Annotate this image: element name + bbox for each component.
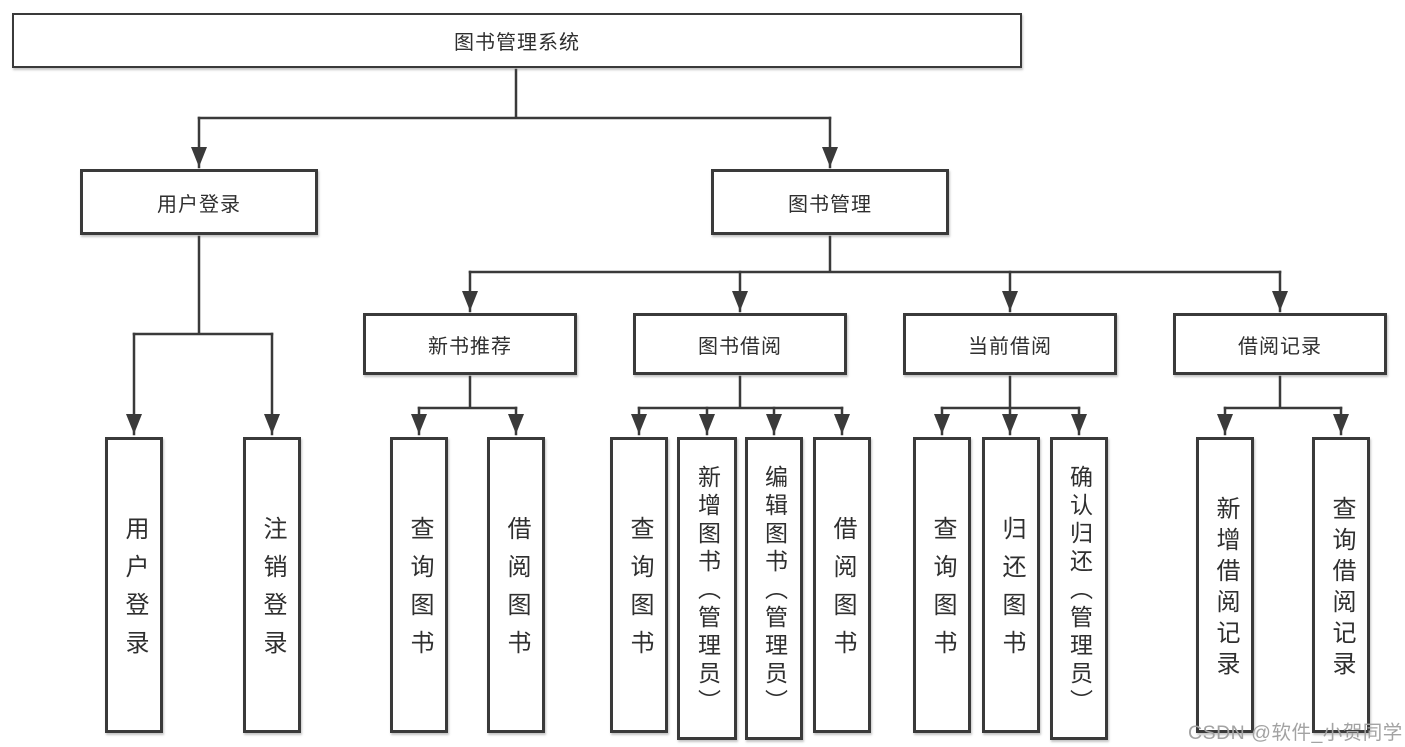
node-add-books-admin-label: 新增图书（管理员） bbox=[694, 465, 721, 717]
edge-book-borrow-fan bbox=[637, 375, 844, 410]
edge-current-borrow-fan bbox=[940, 375, 1081, 410]
node-add-books-admin: 新增图书（管理员） bbox=[677, 437, 737, 740]
node-user-login-leaf: 用户登录 bbox=[105, 437, 163, 733]
node-query-books-3-label: 查询图书 bbox=[929, 516, 956, 668]
node-root-label: 图书管理系统 bbox=[454, 32, 580, 54]
node-edit-books-admin-label: 编辑图书（管理员） bbox=[761, 465, 788, 717]
node-query-books-1-label: 查询图书 bbox=[406, 516, 433, 668]
node-borrow-books-2-label: 借阅图书 bbox=[829, 516, 856, 668]
node-user-login: 用户登录 bbox=[80, 169, 318, 235]
edge-recommend-fan bbox=[417, 375, 518, 410]
node-new-book-recommend-label: 新书推荐 bbox=[428, 335, 512, 358]
node-root: 图书管理系统 bbox=[12, 13, 1022, 68]
edge-book-management-fan bbox=[468, 235, 1282, 274]
node-query-books-2: 查询图书 bbox=[610, 437, 668, 733]
node-book-borrow-label: 图书借阅 bbox=[698, 335, 782, 358]
node-confirm-return-admin: 确认归还（管理员） bbox=[1050, 437, 1108, 740]
node-book-management-label: 图书管理 bbox=[788, 193, 872, 216]
edge-user-login-fan bbox=[132, 235, 274, 336]
node-query-books-3: 查询图书 bbox=[913, 437, 971, 733]
node-add-borrow-record: 新增借阅记录 bbox=[1196, 437, 1254, 733]
node-return-books: 归还图书 bbox=[982, 437, 1040, 733]
node-query-books-2-label: 查询图书 bbox=[626, 516, 653, 668]
node-logout-leaf: 注销登录 bbox=[243, 437, 301, 733]
node-borrow-books-1: 借阅图书 bbox=[487, 437, 545, 733]
csdn-watermark: CSDN @软件_小贺同学 bbox=[1188, 722, 1403, 744]
node-current-borrow: 当前借阅 bbox=[903, 313, 1117, 375]
node-borrow-books-2: 借阅图书 bbox=[813, 437, 871, 733]
node-query-borrow-record: 查询借阅记录 bbox=[1312, 437, 1370, 733]
edge-borrow-records-fan bbox=[1223, 375, 1343, 410]
node-book-management: 图书管理 bbox=[711, 169, 949, 235]
node-user-login-leaf-label: 用户登录 bbox=[121, 516, 148, 668]
node-logout-leaf-label: 注销登录 bbox=[259, 516, 286, 668]
node-query-borrow-record-label: 查询借阅记录 bbox=[1328, 495, 1355, 682]
node-new-book-recommend: 新书推荐 bbox=[363, 313, 577, 375]
node-borrow-records-label: 借阅记录 bbox=[1238, 335, 1322, 358]
node-edit-books-admin: 编辑图书（管理员） bbox=[745, 437, 803, 740]
node-add-borrow-record-label: 新增借阅记录 bbox=[1212, 495, 1239, 682]
node-borrow-books-1-label: 借阅图书 bbox=[503, 516, 530, 668]
node-current-borrow-label: 当前借阅 bbox=[968, 335, 1052, 358]
node-book-borrow: 图书借阅 bbox=[633, 313, 847, 375]
edge-root-fan bbox=[197, 68, 832, 120]
node-user-login-label: 用户登录 bbox=[157, 193, 241, 216]
node-borrow-records: 借阅记录 bbox=[1173, 313, 1387, 375]
node-confirm-return-admin-label: 确认归还（管理员） bbox=[1066, 465, 1093, 717]
node-query-books-1: 查询图书 bbox=[390, 437, 448, 733]
node-return-books-label: 归还图书 bbox=[998, 516, 1025, 668]
